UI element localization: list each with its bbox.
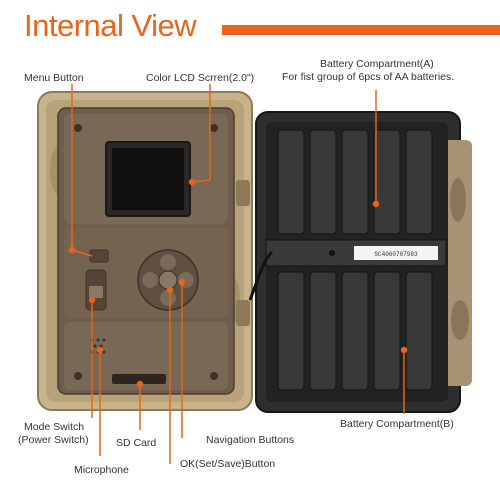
battery-compartment-a bbox=[277, 129, 433, 235]
label-lcd-screen: Color LCD Scrren(2.0") bbox=[146, 72, 255, 84]
callout-lines bbox=[68, 84, 408, 464]
mode-switch[interactable] bbox=[85, 269, 107, 311]
label-menu-button: Menu Button bbox=[24, 72, 84, 84]
label-mode-switch-line1: Mode Switch bbox=[24, 421, 85, 433]
label-sd-card: SD Card bbox=[116, 437, 157, 449]
lcd-screen bbox=[105, 141, 191, 217]
serial-sticker bbox=[354, 246, 438, 260]
label-battery-b: Battery Compartment(B) bbox=[340, 418, 454, 430]
label-battery-a-line2: For fist group of 6pcs of AA batteries. bbox=[282, 71, 455, 83]
sd-card-slot[interactable] bbox=[112, 374, 166, 384]
page-title: Internal View bbox=[24, 8, 197, 43]
label-ok-button: OK(Set/Save)Button bbox=[180, 458, 276, 470]
title-accent-bar bbox=[222, 25, 500, 35]
label-microphone: Microphone bbox=[74, 464, 129, 476]
label-mode-switch-line2: (Power Switch) bbox=[18, 434, 89, 446]
label-navigation-buttons: Navigation Buttons bbox=[206, 434, 295, 446]
navigation-pad[interactable] bbox=[137, 249, 199, 311]
menu-button-shape[interactable] bbox=[89, 249, 109, 263]
battery-compartment-b bbox=[277, 271, 433, 391]
serial-number: SC4060707983 bbox=[374, 251, 418, 258]
label-battery-a-line1: Battery Compartment(A) bbox=[320, 58, 434, 70]
ok-button-shape[interactable] bbox=[158, 270, 178, 290]
